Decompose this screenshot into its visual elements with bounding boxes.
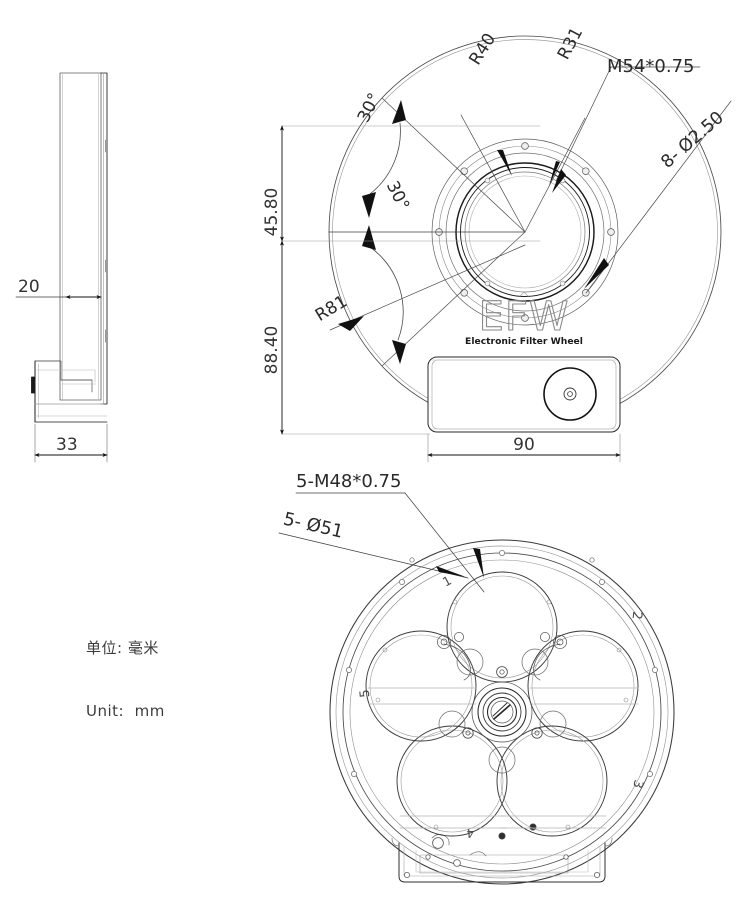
callout-5-m48: 5-M48*0.75 — [296, 471, 401, 492]
side-view-dim-20: 20 — [18, 277, 40, 297]
unit-note-en: Unit: mm — [86, 702, 165, 720]
wheel-slot-number-2: 2 — [629, 610, 645, 620]
filter-apertures — [365, 571, 639, 837]
wheel-slot-number-5: 5 — [358, 688, 374, 698]
callout-m54: M54*0.75 — [607, 56, 695, 77]
wheel-slot-number-1: 1 — [440, 573, 454, 590]
wheel-view-group: 1 2 3 4 5 5-M48*0.75 5- Ø51 — [278, 471, 675, 885]
callout-r31: R31 — [554, 24, 587, 63]
base-plate — [427, 356, 621, 433]
unit-note: 单位: 毫米 Unit: mm — [86, 596, 165, 743]
callout-angle-lower: 30° — [382, 178, 413, 214]
top-view-dim-8840: 88.40 — [262, 326, 282, 375]
top-view-dim-4580: 45.80 — [262, 188, 282, 237]
side-view-group: 20 33 — [15, 72, 108, 463]
callout-r81: R81 — [312, 292, 351, 326]
wheel-hub — [438, 648, 567, 774]
callout-r40: R40 — [465, 30, 500, 69]
top-view-group: 45.80 88.40 90 R40 R31 R81 M54*0.75 8- Ø… — [262, 24, 732, 463]
callout-angle-upper: 30° — [354, 90, 385, 126]
top-view-dim-90: 90 — [513, 435, 535, 455]
wheel-slot-number-3: 3 — [629, 778, 646, 790]
side-view-dim-33: 33 — [56, 435, 78, 455]
efw-logo-tagline: Electronic Filter Wheel — [465, 336, 583, 347]
efw-logo-mark: EFW — [479, 294, 570, 340]
callout-8-dia250: 8- Ø2.50 — [658, 108, 728, 173]
wheel-slot-number-4: 4 — [466, 826, 475, 840]
callout-5-dia51: 5- Ø51 — [281, 509, 345, 543]
unit-note-cn: 单位: 毫米 — [86, 639, 159, 657]
